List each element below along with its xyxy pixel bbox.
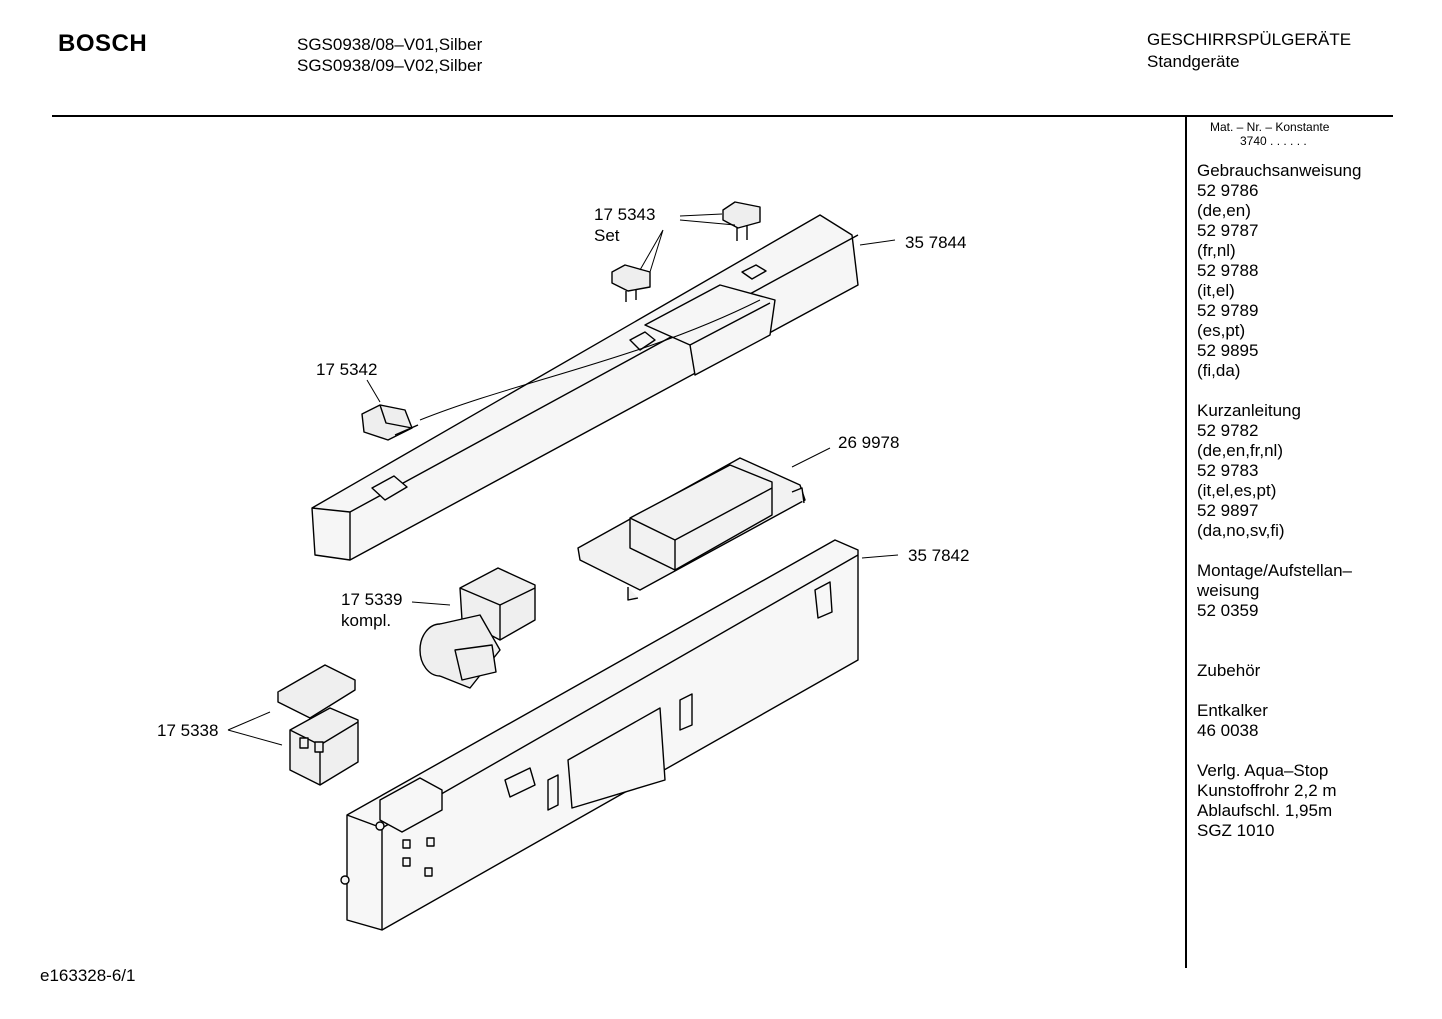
sidebar-line: 52 0359	[1197, 601, 1259, 620]
callout-357842: 35 7842	[908, 546, 970, 565]
sidebar-line: Entkalker	[1197, 701, 1268, 720]
callout-175338: 17 5338	[157, 721, 219, 740]
sidebar-line	[1197, 621, 1361, 641]
sidebar-line: 52 9895	[1197, 341, 1259, 360]
sidebar-line: SGZ 1010	[1197, 821, 1275, 840]
callout-175343: 17 5343	[594, 205, 656, 224]
sidebar-line: (it,el,es,pt)	[1197, 481, 1277, 500]
sidebar-line	[1197, 381, 1361, 401]
sidebar-line: (it,el)	[1197, 281, 1235, 300]
callout-175342: 17 5342	[316, 360, 378, 379]
selector-175339	[419, 567, 536, 689]
callout-175339-note: kompl.	[341, 611, 392, 630]
brand-logo: BOSCH	[58, 30, 148, 57]
sidebar-line: (da,no,sv,fi)	[1197, 521, 1285, 540]
switch-175338	[277, 664, 359, 786]
header-divider	[52, 115, 1393, 117]
sidebar-line	[1197, 741, 1361, 761]
display-module	[577, 457, 806, 601]
model-line-1: SGS0938/08–V01,Silber	[297, 35, 483, 54]
sidebar-line: Montage/Aufstellan–	[1197, 561, 1352, 580]
sidebar-line: 52 9783	[1197, 461, 1259, 480]
sidebar-divider	[1185, 115, 1187, 968]
button-set-top	[611, 201, 761, 302]
sidebar-line: 52 9789	[1197, 301, 1259, 320]
sidebar-line: (de,en,fr,nl)	[1197, 441, 1283, 460]
mat-nr-value: 3740 . . . . . .	[1240, 134, 1307, 148]
callout-357844: 35 7844	[905, 233, 967, 252]
sidebar-line: Gebrauchsanweisung	[1197, 161, 1362, 180]
sidebar-line: 52 9788	[1197, 261, 1259, 280]
sidebar-line: (fr,nl)	[1197, 241, 1236, 260]
callout-175343-note: Set	[594, 226, 620, 245]
callout-269978: 26 9978	[838, 433, 900, 452]
sidebar-line: (de,en)	[1197, 201, 1251, 220]
sidebar-line: (es,pt)	[1197, 321, 1246, 340]
leader-lines	[227, 213, 899, 746]
model-line-2: SGS0938/09–V02,Silber	[297, 56, 483, 75]
sidebar-line: 52 9787	[1197, 221, 1259, 240]
control-panel-fascia	[311, 214, 859, 561]
sidebar-line: Verlg. Aqua–Stop	[1197, 761, 1329, 780]
exploded-parts-diagram	[227, 201, 899, 931]
callout-175339: 17 5339	[341, 590, 403, 609]
sidebar-line: Zubehör	[1197, 661, 1261, 680]
sidebar-line: Kurzanleitung	[1197, 401, 1301, 420]
sidebar-line: Ablaufschl. 1,95m	[1197, 801, 1333, 820]
mat-nr-label: Mat. – Nr. – Konstante	[1210, 120, 1330, 134]
sidebar-line: 52 9897	[1197, 501, 1259, 520]
document-code: e163328-6/1	[40, 966, 136, 985]
sidebar-line: 46 0038	[1197, 721, 1259, 740]
switch-175342	[361, 404, 419, 441]
frame-357842	[340, 539, 859, 931]
sidebar-line: 52 9782	[1197, 421, 1259, 440]
sidebar-line: Kunstoffrohr 2,2 m	[1197, 781, 1337, 800]
sidebar-line	[1197, 681, 1361, 701]
sidebar-line: (fi,da)	[1197, 361, 1241, 380]
sidebar-line	[1197, 541, 1361, 561]
category-title: GESCHIRRSPÜLGERÄTE	[1147, 30, 1352, 49]
sidebar-line: 52 9786	[1197, 181, 1259, 200]
sidebar-line: weisung	[1197, 581, 1260, 600]
sidebar-line	[1197, 641, 1361, 661]
category-subtitle: Standgeräte	[1147, 52, 1240, 71]
